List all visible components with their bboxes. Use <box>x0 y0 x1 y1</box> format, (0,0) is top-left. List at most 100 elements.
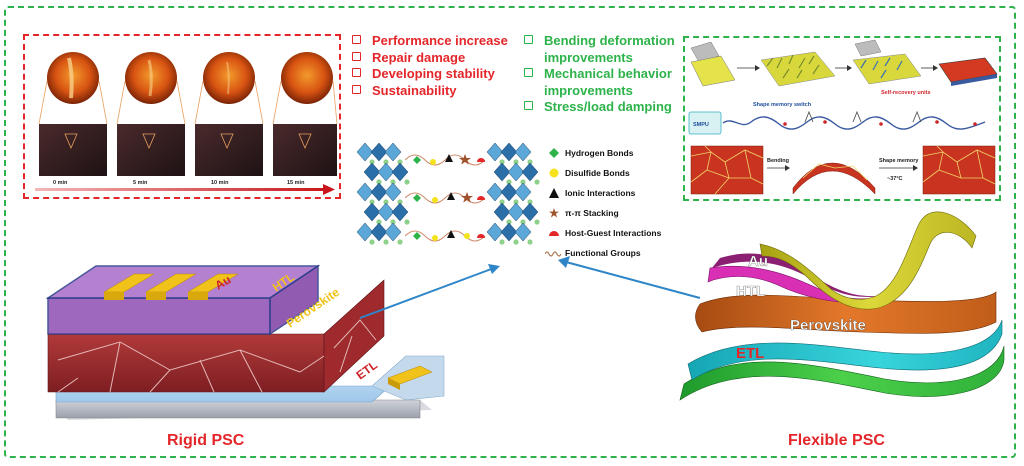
time-label-2: 10 min <box>211 180 229 186</box>
list-item: Performance increase <box>352 33 508 50</box>
a-site-cation <box>499 159 505 165</box>
octahedron-shape <box>391 202 409 222</box>
octahedron-shape <box>377 202 395 222</box>
a-site-cation <box>513 199 519 205</box>
octahedron-shape <box>370 142 388 162</box>
rigid-psc-caption: Rigid PSC <box>167 432 245 449</box>
temperature-label: ~37°C <box>887 176 903 182</box>
octahedron-shape <box>493 202 511 222</box>
octahedron-shape <box>384 222 402 242</box>
a-site-cation <box>506 219 512 225</box>
legend-item: Host-Guest Interactions <box>549 226 661 246</box>
etl-label-flex: ETL <box>736 345 764 362</box>
octahedron-shape <box>486 222 504 242</box>
sample-group-0 <box>38 52 108 176</box>
a-site-cation <box>369 199 375 205</box>
octahedron-shape <box>384 182 402 202</box>
checkbox-icon <box>352 68 361 77</box>
shape-memory-schematic: Shape memory switch Self-recovery units … <box>688 39 998 195</box>
outer-frame <box>4 6 1016 458</box>
connection-arrows <box>359 256 701 319</box>
shape-memory-panel: Shape memory switch Self-recovery units … <box>683 36 1001 201</box>
list-item: Bending deformation improvements <box>524 33 684 66</box>
list-item: Developing stability <box>352 66 508 83</box>
etl-layer-flex <box>687 319 1003 381</box>
green-diamond-icon <box>549 148 559 158</box>
a-site-cation <box>527 159 533 165</box>
sample-group-1 <box>116 52 186 176</box>
a-site-cation <box>506 179 512 185</box>
au-layer-flex <box>759 211 977 310</box>
a-site-cation <box>390 219 396 225</box>
interaction-linkers <box>404 154 486 242</box>
time-label-3: 15 min <box>287 180 305 186</box>
octahedron-shape <box>500 182 518 202</box>
sample-group-2 <box>194 52 264 176</box>
a-site-cation <box>397 239 403 245</box>
checkbox-icon <box>524 68 533 77</box>
arrow-flexible-to-crystal <box>565 261 701 299</box>
interaction-legend: Hydrogen Bonds Disulfide Bonds Ionic Int… <box>545 146 661 266</box>
octahedron-shape <box>514 222 532 242</box>
a-site-cation <box>527 199 533 205</box>
dark-sample-image <box>39 124 107 176</box>
octahedron-shape <box>370 222 388 242</box>
black-triangle-icon <box>549 188 559 198</box>
octahedron-shape <box>370 182 388 202</box>
sample-group-3 <box>272 52 338 176</box>
polymer-chain: SMPU <box>688 110 986 135</box>
octahedron-shape <box>486 182 504 202</box>
a-site-cation <box>527 239 533 245</box>
checkbox-icon <box>352 84 361 94</box>
a-site-cation <box>499 199 505 205</box>
a-site-cation <box>390 179 396 185</box>
checkbox-icon <box>352 35 361 44</box>
octahedron-shape <box>363 162 381 182</box>
shape-memory-label: Shape memory <box>879 158 919 164</box>
a-site-cation <box>520 219 526 225</box>
red-half-circle-icon <box>549 231 559 236</box>
a-site-cation <box>383 239 389 245</box>
list-item: Mechanical behavior improvements <box>524 66 684 99</box>
crystal-block-right <box>486 142 540 245</box>
octahedron-shape <box>514 142 532 162</box>
a-site-cation <box>376 179 382 185</box>
legend-item: π-π Stacking <box>549 206 661 226</box>
a-site-cation <box>369 239 375 245</box>
checkbox-icon <box>352 51 361 61</box>
au-label-flex: Au <box>748 253 768 270</box>
flexible-psc-caption: Flexible PSC <box>788 432 885 449</box>
substrate-layer <box>55 399 421 419</box>
self-healing-benefits-list: Performance increase Repair damage Devel… <box>352 33 508 99</box>
time-label-1: 5 min <box>133 180 148 186</box>
legend-item: Ionic Interactions <box>549 186 661 206</box>
a-site-cation <box>520 179 526 185</box>
octahedron-shape <box>521 202 539 222</box>
htl-layer-rigid <box>47 297 271 335</box>
checkbox-icon <box>524 101 533 110</box>
a-site-cation <box>534 179 540 185</box>
a-site-cation <box>369 159 375 165</box>
octahedron-shape <box>507 162 525 182</box>
a-site-cation <box>513 239 519 245</box>
arrow-rigid-to-crystal <box>359 267 495 319</box>
octahedron-shape <box>356 142 374 162</box>
octahedron-shape <box>384 142 402 162</box>
checkbox-icon <box>524 35 533 44</box>
shape-memory-switch-label: Shape memory switch <box>753 102 812 108</box>
self-healing-images: 0 min 5 min 10 min 15 min <box>35 52 338 195</box>
octahedron-shape <box>356 182 374 202</box>
bending-label: Bending <box>767 158 789 164</box>
a-site-cation <box>513 159 519 165</box>
etl-label-rigid: ETL <box>354 358 381 383</box>
perovskite-layer-rigid <box>47 333 325 393</box>
octahedron-shape <box>377 162 395 182</box>
octahedron-shape <box>500 222 518 242</box>
list-item: Stress/load damping <box>524 99 684 116</box>
legend-item: Functional Groups <box>545 246 661 266</box>
a-site-cation <box>376 219 382 225</box>
self-recovery-label: Self-recovery units <box>881 90 931 96</box>
time-label-0: 0 min <box>53 180 68 186</box>
substrate-layer-flex <box>679 345 1005 401</box>
